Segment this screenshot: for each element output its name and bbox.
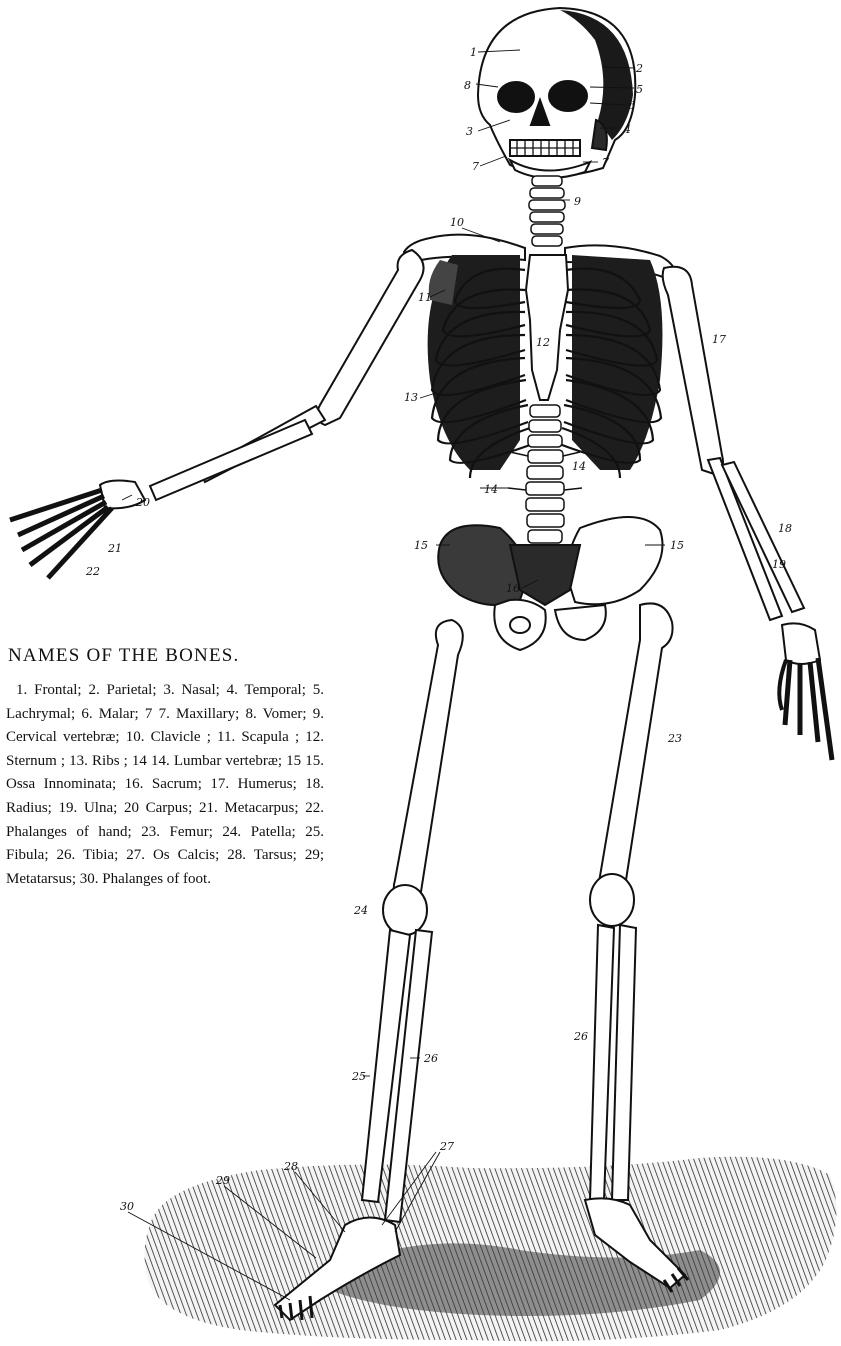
callout-21: 21: [107, 542, 122, 555]
callout-6: 6: [628, 99, 635, 112]
callout-19: 19: [772, 558, 786, 571]
callout-22: 22: [85, 565, 100, 578]
callout-16: 16: [506, 582, 520, 595]
callout-17: 17: [712, 333, 726, 346]
callout-15-left: 15: [414, 539, 428, 552]
callout-27: 27: [439, 1140, 454, 1153]
callout-3: 3: [466, 125, 473, 138]
callout-24: 24: [353, 904, 368, 917]
callout-4: 4: [623, 123, 631, 136]
callout-11: 11: [418, 291, 432, 304]
callout-9: 9: [574, 195, 581, 208]
right-arm: [10, 250, 424, 578]
skull: [478, 8, 635, 178]
callout-14-upper: 14: [572, 460, 586, 473]
callout-10: 10: [450, 216, 464, 229]
callout-20: 20: [135, 496, 150, 509]
callout-23: 23: [667, 732, 682, 745]
callout-26-left: 26: [423, 1052, 438, 1065]
ground-shadow: [144, 1157, 836, 1341]
femurs: [394, 603, 673, 900]
legend-title: NAMES OF THE BONES.: [8, 645, 324, 667]
callout-12: 12: [536, 336, 550, 349]
callout-28: 28: [283, 1160, 298, 1173]
callout-25: 25: [351, 1070, 366, 1083]
callout-18: 18: [778, 522, 792, 535]
callout-30: 30: [120, 1200, 134, 1213]
callout-5: 5: [636, 83, 643, 96]
callout-13: 13: [404, 391, 418, 404]
sternum: [526, 255, 568, 400]
callout-26-right: 26: [573, 1030, 588, 1043]
legend-text: 1. Frontal; 2. Parietal; 3. Nasal; 4. Te…: [6, 679, 324, 891]
callout-14-lower: 14: [484, 483, 498, 496]
callout-8: 8: [464, 79, 471, 92]
callout-1: 1: [470, 46, 477, 59]
callout-7-left: 7: [472, 160, 479, 173]
left-arm: [663, 267, 832, 760]
callout-29: 29: [215, 1174, 230, 1187]
callout-15-right: 15: [670, 539, 684, 552]
callout-2: 2: [635, 62, 643, 75]
callout-7-right: 7: [602, 156, 609, 169]
bone-names-legend: NAMES OF THE BONES. 1. Frontal; 2. Parie…: [6, 645, 324, 891]
cervical-vertebrae: [529, 176, 565, 246]
